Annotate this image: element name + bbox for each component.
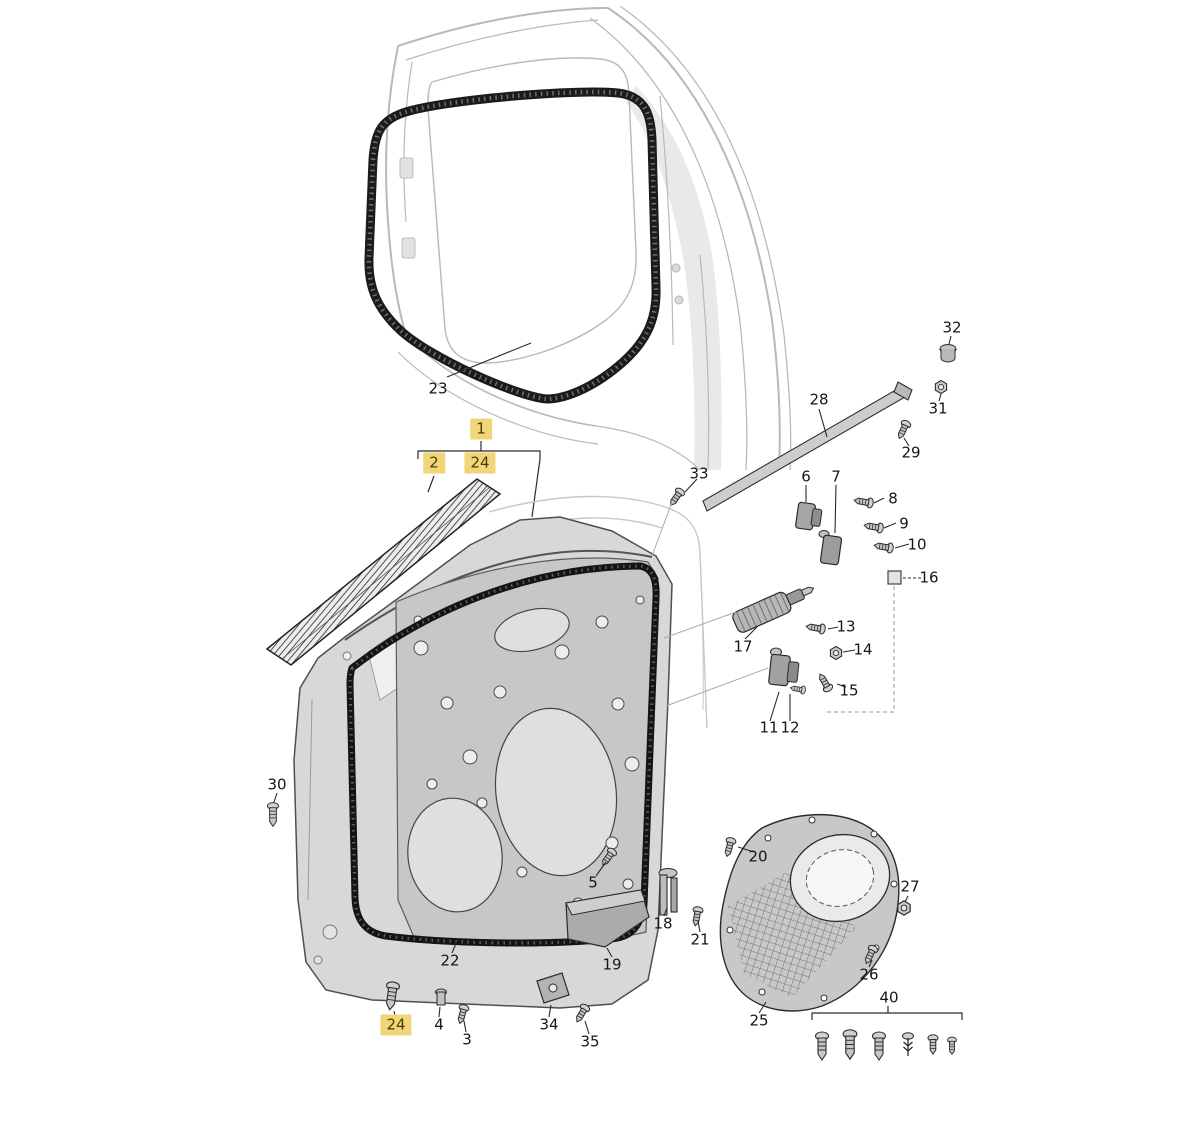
part-label-24-top[interactable]: 24	[464, 452, 496, 474]
door-inner-structure-panel	[395, 557, 659, 946]
part-label-20[interactable]: 20	[748, 847, 768, 866]
assembly-reference-lines	[651, 501, 769, 707]
part-label-17[interactable]: 17	[733, 637, 753, 656]
part-label-4[interactable]: 4	[434, 1015, 444, 1034]
part-label-33[interactable]: 33	[689, 464, 709, 483]
part-label-21[interactable]: 21	[690, 930, 710, 949]
part-label-5[interactable]: 5	[588, 873, 598, 892]
clip-30	[267, 802, 279, 827]
screw-15	[815, 671, 835, 694]
callout-bracket-1-2-24	[417, 441, 541, 518]
screw-13	[804, 620, 827, 635]
bracket-34	[536, 972, 570, 1004]
part-label-34[interactable]: 34	[539, 1015, 559, 1034]
screw-3	[454, 1003, 471, 1026]
car-body-quarter-fill	[626, 86, 722, 470]
part-label-11[interactable]: 11	[759, 718, 779, 737]
door-hinge-upper-6-7	[795, 501, 843, 566]
window-guide-rail-28	[702, 381, 913, 512]
part-label-9[interactable]: 9	[899, 514, 909, 533]
part-label-1[interactable]: 1	[470, 418, 492, 440]
part-label-18[interactable]: 18	[653, 914, 673, 933]
nut-31	[934, 379, 948, 395]
window-slot-trim-strip-2	[265, 478, 502, 666]
part-label-14[interactable]: 14	[853, 640, 873, 659]
part-label-29[interactable]: 29	[901, 443, 921, 462]
screw-10	[872, 539, 895, 554]
part-label-25[interactable]: 25	[749, 1011, 769, 1030]
screw-9	[862, 519, 885, 534]
part-label-35[interactable]: 35	[580, 1032, 600, 1051]
part-label-2[interactable]: 2	[423, 452, 445, 474]
check-strut-17	[732, 586, 815, 633]
part-label-31[interactable]: 31	[928, 399, 948, 418]
part-label-26[interactable]: 26	[859, 965, 879, 984]
part-label-8[interactable]: 8	[888, 489, 898, 508]
part-label-23[interactable]: 23	[428, 379, 448, 398]
part-label-22[interactable]: 22	[440, 951, 460, 970]
part-label-7[interactable]: 7	[831, 467, 841, 486]
part-label-6[interactable]: 6	[801, 467, 811, 486]
part-label-28[interactable]: 28	[809, 390, 829, 409]
screw-8	[852, 494, 875, 509]
part-label-27[interactable]: 27	[900, 877, 920, 896]
door-hinge-lower-11-12	[768, 647, 807, 695]
part-label-40[interactable]: 40	[879, 988, 899, 1007]
part-label-32[interactable]: 32	[942, 318, 962, 337]
car-body-details	[399, 157, 684, 305]
speaker-seal-panel-25	[719, 813, 900, 1012]
part-label-10[interactable]: 10	[907, 535, 927, 554]
door-check-strap-18	[658, 868, 678, 916]
nut-14	[829, 645, 843, 661]
screw-33	[666, 486, 687, 509]
spacer-16	[826, 570, 902, 713]
part-label-19[interactable]: 19	[602, 955, 622, 974]
part-label-30[interactable]: 30	[267, 775, 287, 794]
clip-4	[435, 988, 447, 1006]
part-label-13[interactable]: 13	[836, 617, 856, 636]
fastener-kit-40	[811, 1006, 963, 1061]
screw-29	[894, 418, 913, 442]
part-label-16[interactable]: 16	[919, 568, 939, 587]
part-label-12[interactable]: 12	[780, 718, 800, 737]
car-body-outline	[385, 5, 792, 471]
part-label-24-bottom[interactable]: 24	[380, 1014, 412, 1036]
check-strap-housing-19	[565, 889, 650, 948]
rivet-icon	[902, 1032, 914, 1056]
part-label-15[interactable]: 15	[839, 681, 859, 700]
nut-27	[897, 900, 911, 916]
grommet-32	[939, 344, 957, 363]
screw-20	[721, 836, 738, 859]
part-label-3[interactable]: 3	[462, 1030, 472, 1049]
screw-21	[689, 905, 704, 928]
